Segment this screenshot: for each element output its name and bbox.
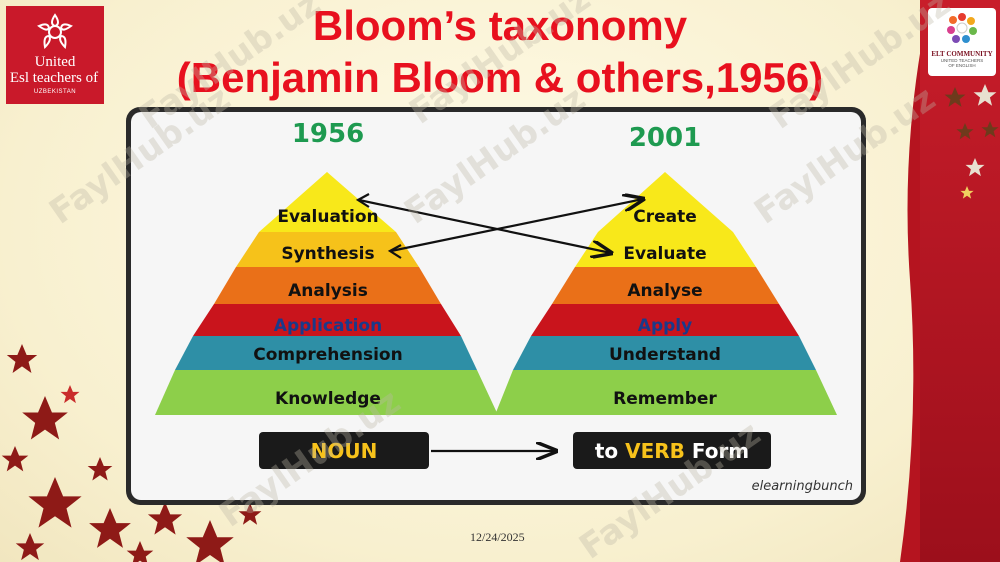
arrow-start-head-left-bottom: [387, 244, 402, 259]
right-pyramid: [495, 172, 837, 415]
verb-box-suffix: Form: [685, 439, 749, 463]
left-tier-3: [214, 267, 441, 304]
right-tier-1: [598, 172, 733, 232]
right-level-label: Evaluate: [623, 244, 706, 264]
left-level-label: Synthesis: [281, 244, 374, 264]
right-tier-2: [575, 232, 756, 267]
arrow-evaluation-to-evaluate: [358, 198, 611, 253]
arrow-synthesis-to-create: [390, 199, 643, 253]
arrow-start-head-left-top: [355, 193, 370, 208]
year-right-label: 2001: [629, 123, 701, 153]
left-pyramid: [155, 172, 498, 415]
left-tier-2: [236, 232, 419, 267]
footer-date: 12/24/2025: [470, 530, 525, 544]
noun-box: [259, 432, 429, 469]
verb-box-prefix: to: [595, 439, 625, 463]
verb-box: [573, 432, 771, 469]
right-level-label: Create: [633, 207, 697, 227]
credit-label: elearningbunch: [752, 479, 853, 494]
left-tier-4: [193, 304, 461, 336]
right-level-label: Apply: [638, 316, 692, 336]
logo-right-line3: OF ENGLISH: [948, 63, 976, 68]
left-tier-6: [155, 370, 498, 415]
logo-left-line3: UZBEKISTAN: [33, 89, 77, 95]
left-level-label: Analysis: [288, 281, 368, 301]
logo-left-line1: United: [34, 54, 76, 70]
left-level-label: Application: [274, 316, 382, 336]
right-tier-5: [513, 336, 816, 370]
united-esl-teachers-logo: United Esl teachers of UZBEKISTAN: [6, 6, 104, 104]
verb-box-highlight: VERB: [625, 439, 685, 463]
noun-box-label: NOUN: [311, 439, 378, 463]
right-level-label: Understand: [609, 345, 721, 365]
diagram-panel: 1956 2001 Evaluation Synthesis Analysis: [131, 112, 861, 500]
left-level-label: Knowledge: [275, 389, 381, 409]
year-left-label: 1956: [292, 119, 364, 149]
crossing-arrows: [355, 193, 643, 259]
flower-emblem-icon: [37, 13, 73, 50]
logo-right-line2: UNITED TEACHERS: [940, 58, 984, 63]
left-tier-1b: [259, 172, 396, 232]
right-tier-4: [531, 304, 799, 336]
logo-left-line2: Esl teachers of: [9, 70, 99, 86]
slide-title-line2: (Benjamin Bloom & others,1956): [176, 54, 824, 101]
colorful-circle-logo-icon: [947, 13, 977, 43]
logo-right-line1: ELT COMMUNITY: [931, 50, 993, 58]
right-level-label: Remember: [613, 389, 717, 409]
elt-community-logo: ELT COMMUNITY UNITED TEACHERS OF ENGLISH: [928, 8, 996, 76]
verb-box-label: to VERB Form: [595, 439, 749, 463]
left-level-label: Comprehension: [253, 345, 402, 365]
left-level-label: Evaluation: [277, 207, 378, 227]
right-tier-6: [495, 370, 837, 415]
right-level-label: Analyse: [627, 281, 702, 301]
bloom-diagram: 1956 2001 Evaluation Synthesis Analysis: [155, 119, 853, 494]
left-tier-5: [175, 336, 477, 370]
slide-title-line1: Bloom’s taxonomy: [312, 2, 688, 49]
right-tier-3: [552, 267, 779, 304]
